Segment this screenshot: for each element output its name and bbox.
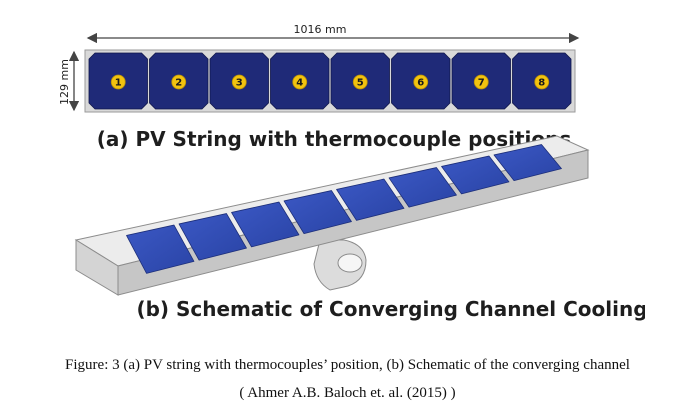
- label-b: (b) Schematic of Converging Channel Cool…: [136, 297, 645, 321]
- pv-modules-on-channel: [126, 144, 562, 274]
- width-label: 129 mm: [58, 59, 71, 105]
- pv-module-7: [441, 155, 510, 195]
- thermocouple-marker-5: [352, 74, 368, 90]
- length-label: 1016 mm: [294, 23, 347, 36]
- thermocouple-marker-6: [413, 74, 429, 90]
- support-hole: [337, 253, 363, 273]
- figure-svg: 1016 mm 129 mm 1 2 3 4 5 6 7 8 (a) PV String wi…: [58, 23, 645, 321]
- thermocouple-marker-7: [473, 74, 489, 90]
- thermocouple-number-3: 3: [236, 78, 243, 89]
- thermocouple-number-6: 6: [417, 78, 424, 89]
- pv-module-2: [178, 213, 247, 261]
- thermocouple-marker-1: [110, 74, 126, 90]
- thermocouple-number-1: 1: [115, 78, 122, 89]
- thermocouple-number-8: 8: [538, 78, 545, 89]
- pv-module-3: [231, 201, 300, 248]
- pv-module-6: [388, 167, 457, 208]
- pv-module-8: [493, 144, 562, 182]
- thermocouple-marker-3: [231, 74, 247, 90]
- thermocouple-marker-2: [171, 74, 187, 90]
- thermocouple-marker-4: [292, 74, 308, 90]
- thermocouple-marker-8: [534, 74, 550, 90]
- figure-citation: ( Ahmer A.B. Baloch et. al. (2015) ): [239, 385, 456, 401]
- thermocouple-number-2: 2: [175, 78, 182, 89]
- thermocouple-number-7: 7: [478, 78, 485, 89]
- figure-caption: Figure: 3 (a) PV string with thermocoupl…: [65, 357, 630, 373]
- label-a: (a) PV String with thermocouple position…: [97, 127, 572, 151]
- thermocouple-number-4: 4: [296, 78, 303, 89]
- pv-module-1: [126, 224, 195, 274]
- pv-module-4: [283, 190, 352, 235]
- pv-module-5: [336, 178, 405, 221]
- thermocouple-number-5: 5: [357, 78, 364, 89]
- pv-string-diagram: 1016 mm 129 mm 1 2 3 4 5 6 7 8 (a) PV String wi…: [58, 23, 580, 151]
- figure-image: 1016 mm 129 mm 1 2 3 4 5 6 7 8 (a) PV String wi…: [52, 8, 645, 328]
- pv-cells: 1 2 3 4 5 6 7 8: [88, 52, 572, 110]
- converging-channel-diagram: (b) Schematic of Converging Channel Cool…: [74, 135, 645, 321]
